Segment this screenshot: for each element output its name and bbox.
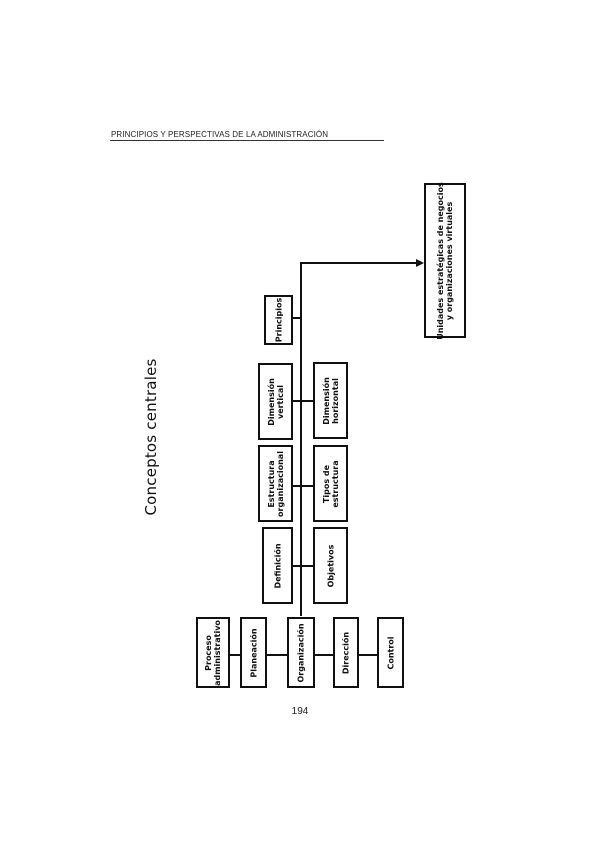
box-control: Control xyxy=(377,617,404,688)
box-label: Tipos de estructura xyxy=(321,459,340,508)
box-direccion: Dirección xyxy=(333,617,359,688)
box-dimension-vertical: Dimensión vertical xyxy=(258,363,293,440)
box-principios: Principios xyxy=(264,295,293,345)
box-proceso-administrativo: Proceso administrativo xyxy=(196,617,230,688)
box-organizacion: Organización xyxy=(287,617,315,688)
box-objetivos: Objetivos xyxy=(313,527,348,604)
connector-definicion xyxy=(292,565,313,567)
box-definicion: Definición xyxy=(262,527,293,604)
box-unidades-estrategicas: Unidades estratégicas de negocios y orga… xyxy=(424,181,466,340)
arrow-line xyxy=(300,262,416,264)
header-rule xyxy=(110,140,384,141)
box-dimension-horizontal: Dimensión horizontal xyxy=(313,362,348,439)
box-label: Organización xyxy=(296,622,306,683)
box-label: Planeación xyxy=(249,627,258,678)
box-label: Estructura organizacional xyxy=(266,450,285,517)
box-label: Control xyxy=(386,635,395,670)
running-header: PRINCIPIOS Y PERSPECTIVAS DE LA ADMINIST… xyxy=(111,130,329,139)
connector-principios xyxy=(292,317,301,319)
page-number: 194 xyxy=(291,706,309,717)
arrow-head xyxy=(416,259,424,267)
spine-line xyxy=(300,262,302,616)
box-label: Dimensión vertical xyxy=(266,377,285,426)
box-label: Objetivos xyxy=(326,544,335,587)
box-label: Definición xyxy=(273,542,282,589)
connector-estructura xyxy=(292,485,313,487)
box-label: Dimensión horizontal xyxy=(321,376,340,425)
box-tipos-de-estructura: Tipos de estructura xyxy=(313,445,348,522)
box-label: Dirección xyxy=(341,631,351,674)
diagram-title: Conceptos centrales xyxy=(142,358,160,516)
connector-dimension xyxy=(292,400,313,402)
box-estructura-organizacional: Estructura organizacional xyxy=(258,445,293,522)
box-label: Principios xyxy=(274,297,283,343)
box-label: Unidades estratégicas de negocios y orga… xyxy=(436,181,454,340)
box-label: Proceso administrativo xyxy=(204,619,222,686)
box-planeacion: Planeación xyxy=(240,617,267,688)
